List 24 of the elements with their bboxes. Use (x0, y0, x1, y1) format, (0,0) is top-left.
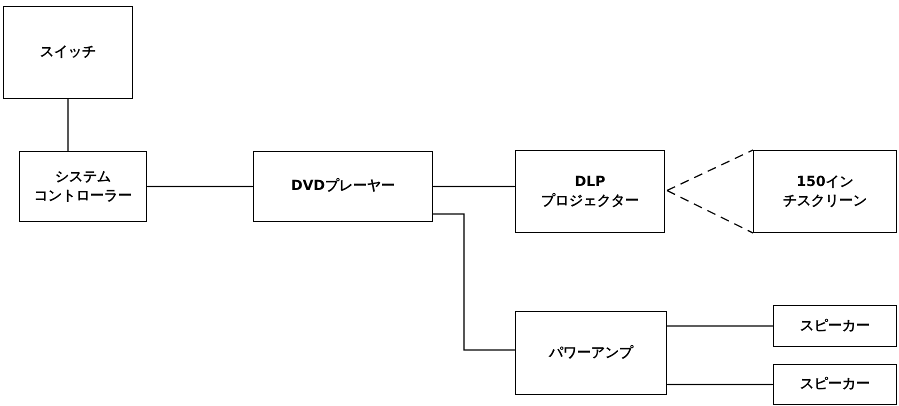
process-box (3, 6, 133, 99)
connector-line (667, 384, 773, 386)
connector-line (433, 186, 515, 188)
box-label: スピーカー (800, 316, 870, 336)
connector-line (433, 213, 515, 351)
process-box (19, 151, 147, 222)
box-label: スピーカー (800, 375, 870, 394)
box-label: パワーアンプ (549, 344, 633, 362)
box-label: システムコントローラー (34, 168, 132, 206)
process-box (253, 151, 433, 222)
box-label: スイッチ (40, 43, 96, 62)
connector-line (666, 190, 754, 234)
process-box (515, 150, 665, 233)
process-box (773, 305, 897, 347)
connector-line (666, 149, 754, 192)
process-box (773, 364, 897, 405)
box-label: DVDプレーヤー (290, 177, 396, 196)
connector-line (67, 99, 69, 151)
box-label: DLP プロジェクター (540, 172, 640, 210)
process-box (753, 150, 897, 233)
connector-line (147, 186, 253, 188)
box-label: 150インチスクリーン (783, 172, 867, 210)
connector-line (667, 325, 773, 327)
process-box (515, 311, 667, 395)
